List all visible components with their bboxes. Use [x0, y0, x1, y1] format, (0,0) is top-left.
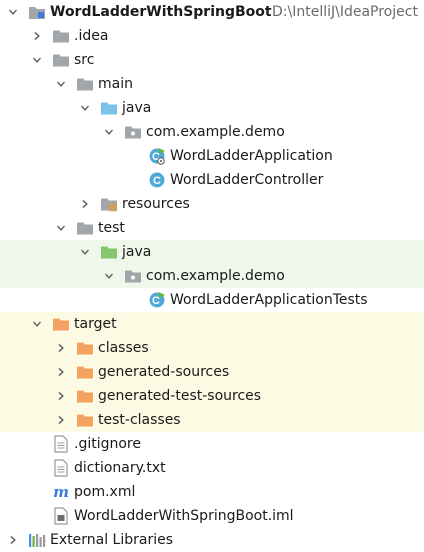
excluded-folder-icon [77, 414, 93, 427]
pom-file[interactable]: m pom.xml [0, 480, 424, 504]
source-folder-icon [101, 102, 117, 115]
tree-item-label: pom.xml [74, 484, 136, 500]
external-libraries[interactable]: External Libraries [0, 528, 424, 552]
tree-item-label: src [74, 52, 95, 68]
test-package[interactable]: com.example.demo [0, 264, 424, 288]
tree-item-label: .gitignore [74, 436, 141, 452]
tree-item-label: java [122, 100, 152, 116]
libraries-icon [29, 534, 46, 547]
tree-item-label: resources [122, 196, 190, 212]
svg-text:C: C [153, 175, 161, 187]
chevron-down-icon[interactable] [32, 55, 42, 65]
tree-item-label: com.example.demo [146, 124, 285, 140]
chevron-down-icon[interactable] [56, 79, 66, 89]
word-ladder-application-tests-file[interactable]: C WordLadderApplicationTests [0, 288, 424, 312]
test-class-icon: C [149, 292, 165, 308]
chevron-right-icon[interactable] [80, 199, 90, 209]
tree-item-label: .idea [74, 28, 109, 44]
tree-item-label: WordLadderController [170, 172, 324, 188]
folder-icon [77, 222, 93, 235]
test-source-folder-icon [101, 246, 117, 259]
main-folder[interactable]: main [0, 72, 424, 96]
folder-icon [77, 78, 93, 91]
chevron-right-icon[interactable] [8, 535, 18, 545]
tree-item-label: test-classes [98, 412, 181, 428]
package-icon [125, 126, 141, 139]
chevron-down-icon[interactable] [104, 127, 114, 137]
resources-folder-icon [101, 198, 117, 212]
excluded-folder-icon [53, 318, 69, 331]
excluded-folder-icon [77, 390, 93, 403]
target-folder[interactable]: target [0, 312, 424, 336]
module-file-icon [54, 507, 68, 525]
folder-icon [53, 30, 69, 43]
tree-item-label: main [98, 76, 133, 92]
chevron-down-icon[interactable] [32, 319, 42, 329]
tree-item-label: generated-sources [98, 364, 230, 380]
tree-item-label: com.example.demo [146, 268, 285, 284]
chevron-down-icon[interactable] [8, 7, 18, 17]
word-ladder-application-file[interactable]: C WordLadderApplication [0, 144, 424, 168]
main-package[interactable]: com.example.demo [0, 120, 424, 144]
generated-test-sources-folder[interactable]: generated-test-sources [0, 384, 424, 408]
generated-sources-folder[interactable]: generated-sources [0, 360, 424, 384]
svg-text:m: m [53, 483, 69, 501]
tree-item-label: classes [98, 340, 149, 356]
svg-text:C: C [152, 295, 160, 307]
java-class-icon: C [149, 172, 165, 188]
src-folder[interactable]: src [0, 48, 424, 72]
project-name: WordLadderWithSpringBoot [50, 4, 272, 20]
resources-folder[interactable]: resources [0, 192, 424, 216]
word-ladder-controller-file[interactable]: C WordLadderController [0, 168, 424, 192]
tree-item-label: target [74, 316, 117, 332]
tree-item-label: test [98, 220, 125, 236]
chevron-down-icon[interactable] [104, 271, 114, 281]
test-java-folder[interactable]: java [0, 240, 424, 264]
maven-icon: m [53, 483, 69, 501]
chevron-down-icon[interactable] [56, 223, 66, 233]
chevron-down-icon[interactable] [80, 103, 90, 113]
excluded-folder-icon [77, 342, 93, 355]
tree-item-label: WordLadderApplicationTests [170, 292, 368, 308]
tree-item-label: External Libraries [50, 532, 173, 548]
project-module-icon [29, 7, 45, 19]
text-file-icon [54, 435, 68, 453]
tree-item-label: WordLadderApplication [170, 148, 333, 164]
chevron-right-icon[interactable] [56, 391, 66, 401]
gitignore-file[interactable]: .gitignore [0, 432, 424, 456]
dictionary-file[interactable]: dictionary.txt [0, 456, 424, 480]
text-file-icon [54, 459, 68, 477]
chevron-down-icon[interactable] [80, 247, 90, 257]
tree-item-label: java [122, 244, 152, 260]
chevron-right-icon[interactable] [32, 31, 42, 41]
main-java-folder[interactable]: java [0, 96, 424, 120]
classes-folder[interactable]: classes [0, 336, 424, 360]
test-classes-folder[interactable]: test-classes [0, 408, 424, 432]
tree-item-label: dictionary.txt [74, 460, 166, 476]
package-icon [125, 270, 141, 283]
idea-folder[interactable]: .idea [0, 24, 424, 48]
tree-item-label: generated-test-sources [98, 388, 262, 404]
test-folder[interactable]: test [0, 216, 424, 240]
project-path: D:\IntelliJ\IdeaProject [272, 4, 418, 20]
chevron-right-icon[interactable] [56, 343, 66, 353]
project-root-row[interactable]: WordLadderWithSpringBoot D:\IntelliJ\Ide… [0, 0, 424, 24]
excluded-target-highlight [0, 312, 424, 432]
spring-boot-class-icon: C [149, 148, 165, 165]
excluded-folder-icon [77, 366, 93, 379]
chevron-right-icon[interactable] [56, 367, 66, 377]
svg-text:C: C [152, 151, 160, 163]
folder-icon [53, 54, 69, 67]
chevron-right-icon[interactable] [56, 415, 66, 425]
iml-file[interactable]: WordLadderWithSpringBoot.iml [0, 504, 424, 528]
tree-item-label: WordLadderWithSpringBoot.iml [74, 508, 294, 524]
